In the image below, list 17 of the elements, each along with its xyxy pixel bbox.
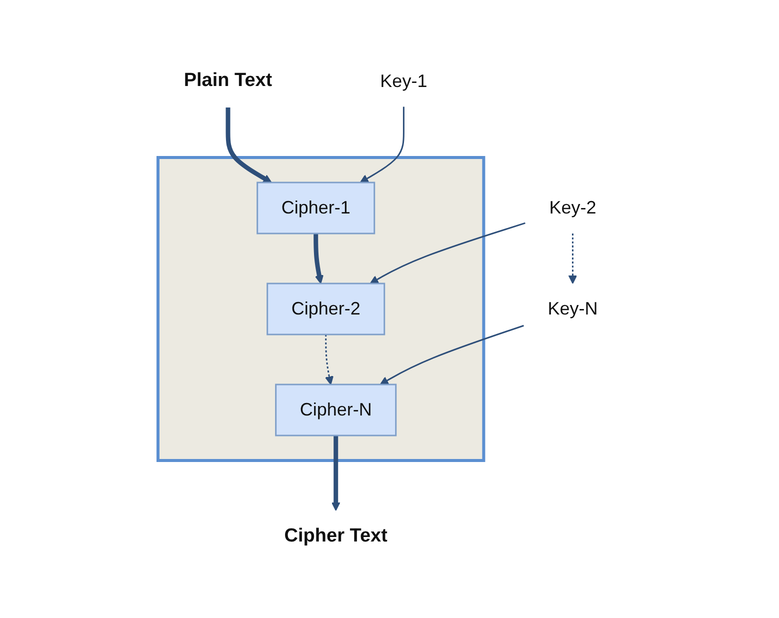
node-text: Plain Text [183,70,272,91]
node-box: Cipher-2 [266,282,385,336]
node-box: Cipher-1 [256,182,375,234]
arrow [225,108,272,183]
arrow [313,234,324,284]
node-text: Key-2 [548,198,596,218]
cluster [156,156,485,462]
node-box: Cipher-N [274,384,396,436]
arrow [568,234,577,284]
node-text: Cipher Text [284,526,388,546]
arrow [359,106,404,183]
arrow [369,222,526,284]
node-text: Key-1 [380,70,427,91]
node-text: Key-N [547,298,598,318]
arrow [331,436,340,511]
arrow [379,324,524,385]
arrow [324,334,334,385]
